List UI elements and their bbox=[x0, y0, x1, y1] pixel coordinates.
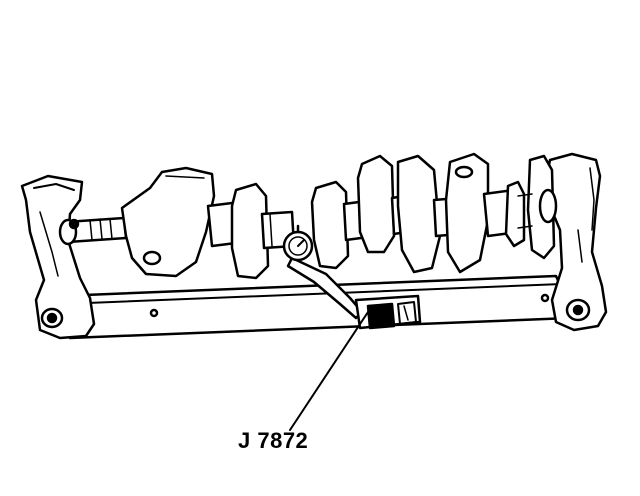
callout-leader-line bbox=[289, 311, 369, 431]
crankshaft bbox=[58, 152, 558, 280]
left-v-block-stand bbox=[20, 174, 96, 340]
tool-callout-label: J 7872 bbox=[238, 428, 309, 453]
fixture-beam bbox=[58, 274, 572, 340]
right-v-block-stand bbox=[544, 152, 608, 332]
dial-indicator bbox=[282, 224, 364, 320]
magnetic-base bbox=[354, 294, 422, 330]
